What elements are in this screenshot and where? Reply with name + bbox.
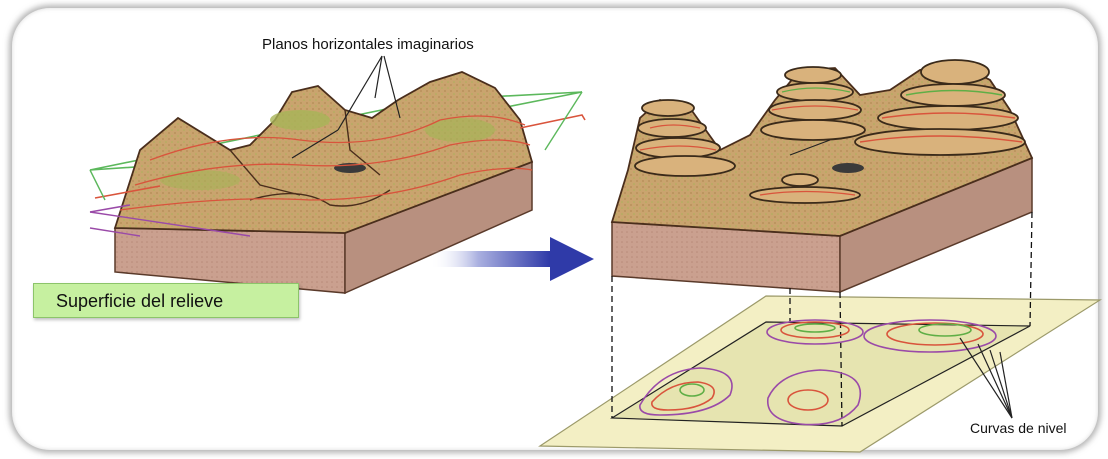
surface-label: Superficie del relieve bbox=[33, 283, 299, 318]
horizontal-plane-green-front bbox=[90, 170, 105, 200]
planes-label: Planos horizontales imaginarios bbox=[262, 36, 474, 53]
contour-lines-label: Curvas de nivel bbox=[970, 420, 1067, 436]
right-relief-block bbox=[612, 60, 1032, 292]
